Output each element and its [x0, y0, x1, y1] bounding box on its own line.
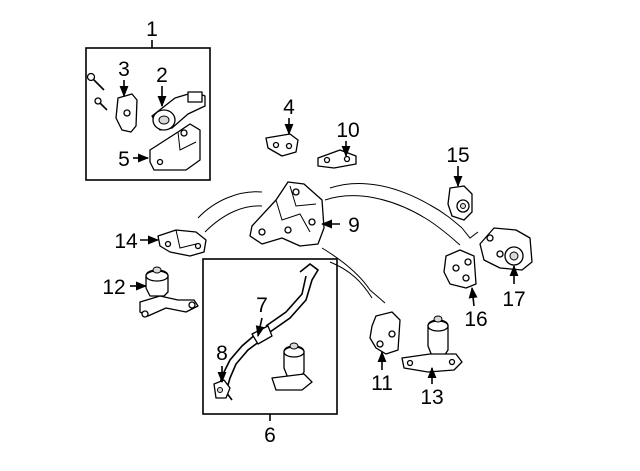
- part-12-mount: [139, 266, 199, 318]
- callout-3: 3: [118, 58, 130, 81]
- callout-5: 5: [118, 148, 130, 171]
- part-8-valve: [213, 379, 231, 399]
- part-2-mount: [151, 91, 206, 131]
- part-11-bracket: [369, 311, 401, 355]
- callout-14: 14: [114, 230, 138, 253]
- callout-1: 1: [146, 18, 158, 41]
- callout-15: 15: [446, 144, 469, 167]
- callout-9: 9: [348, 214, 360, 237]
- callout-13: 13: [420, 386, 443, 409]
- part-9-bracket: [249, 181, 325, 247]
- part-4-bracket: [265, 133, 299, 157]
- part-14-bracket: [157, 229, 207, 257]
- part-5-bracket: [149, 123, 201, 171]
- callout-17: 17: [502, 288, 525, 311]
- callout-7: 7: [256, 294, 268, 317]
- callout-labels: 1 2 3 4 5 6 7 8 9 10 11 12 13 14 15 16 1…: [102, 18, 525, 447]
- callout-8: 8: [216, 342, 228, 365]
- part-13-mount: [401, 315, 463, 373]
- callout-4: 4: [283, 96, 295, 119]
- part-10-bracket: [317, 149, 357, 169]
- part-17-mount: [479, 227, 533, 271]
- callout-6: 6: [264, 424, 276, 447]
- box-6-mount: [271, 342, 313, 391]
- callout-11: 11: [371, 372, 393, 395]
- part-3-bracket: [86, 72, 138, 133]
- part-16-bracket: [443, 249, 477, 289]
- group-box-6: [202, 258, 338, 421]
- part-15-mount: [447, 185, 473, 221]
- engine-outline: [197, 183, 479, 304]
- leader-lines: [119, 80, 519, 384]
- group-box-1: [85, 40, 211, 181]
- callout-10: 10: [336, 119, 359, 142]
- callout-12: 12: [102, 276, 125, 299]
- callout-2: 2: [156, 64, 168, 87]
- callout-16: 16: [464, 308, 487, 331]
